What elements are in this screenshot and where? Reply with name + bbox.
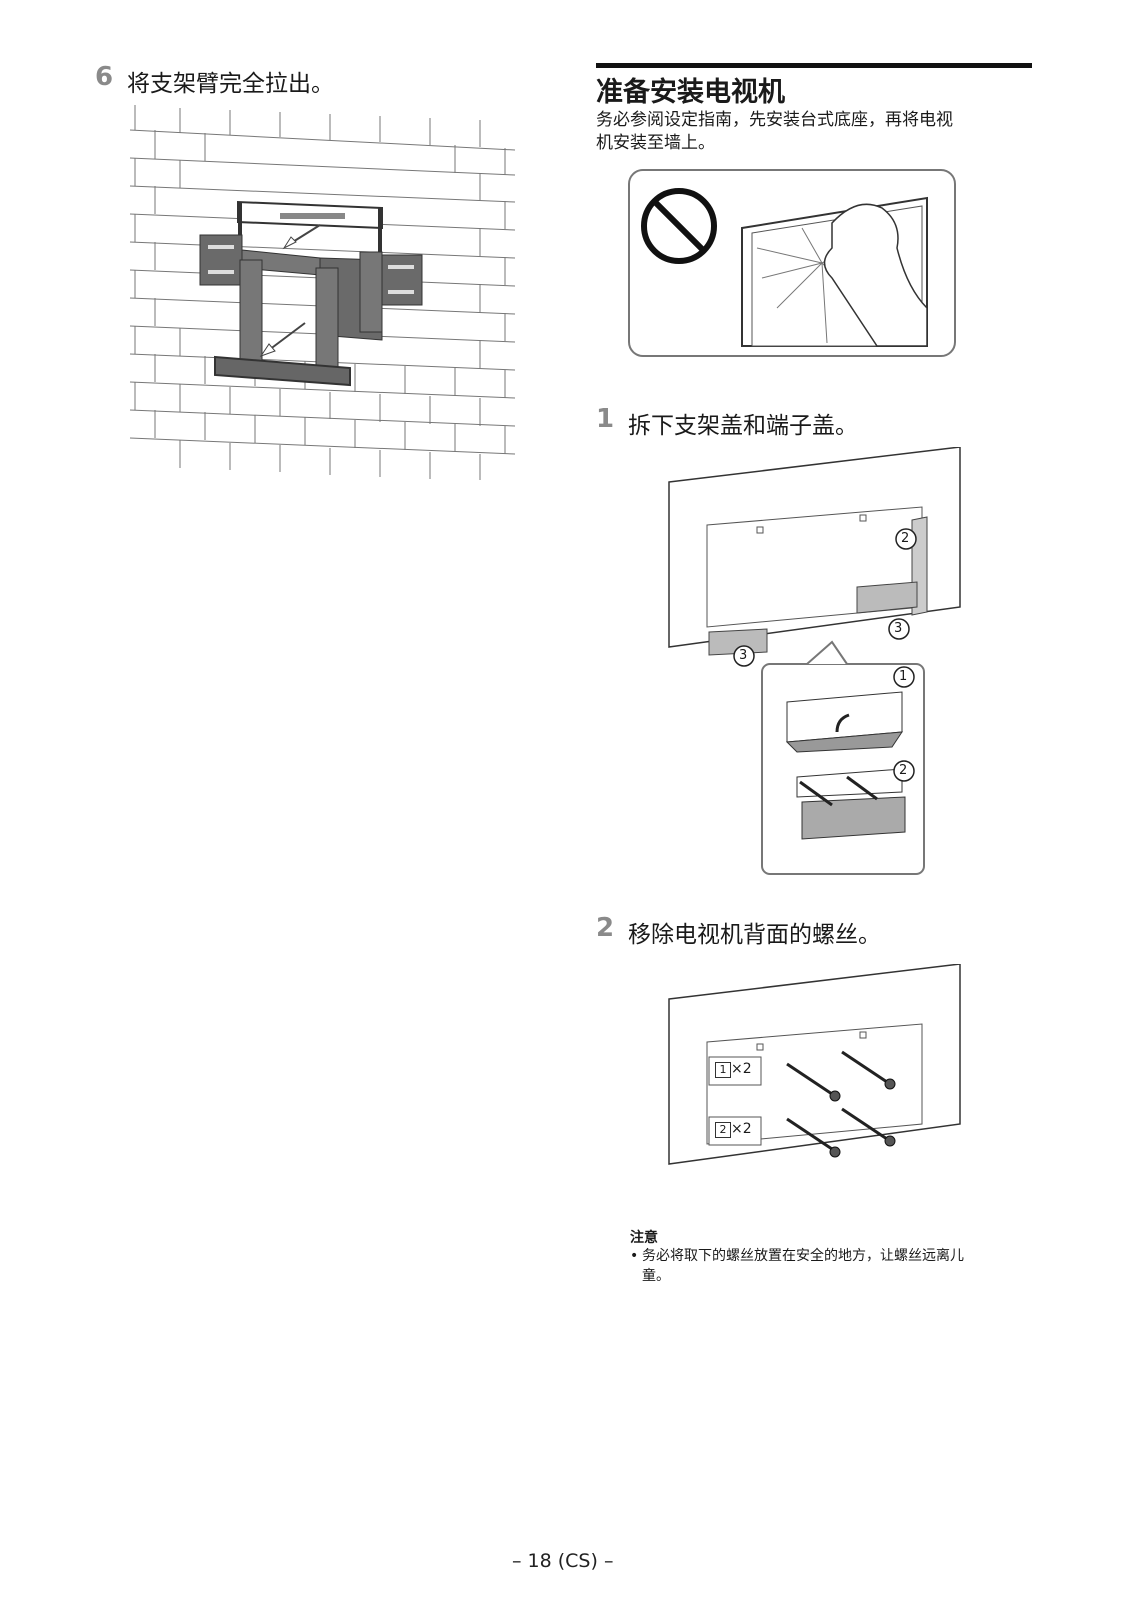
callout-2-inset: 2	[899, 763, 908, 778]
remove-covers-illustration	[668, 447, 961, 875]
note-line1: 务必将取下的螺丝放置在安全的地方，让螺丝远离儿	[642, 1248, 964, 1264]
callout-2-top: 2	[901, 531, 910, 546]
note-bullet: •	[630, 1248, 639, 1264]
remove-screws-illustration	[668, 964, 961, 1165]
callout-3-right: 3	[894, 621, 903, 636]
step-1-number: 1	[596, 404, 615, 434]
screw-2-count: ×2	[731, 1121, 752, 1137]
step-1-text: 拆下支架盖和端子盖。	[628, 413, 858, 439]
wall-bracket-illustration	[129, 105, 516, 480]
screw-1-count: ×2	[731, 1061, 752, 1077]
callout-3-left: 3	[739, 648, 748, 663]
step-6-text: 将支架臂完全拉出。	[127, 71, 334, 97]
step-2-text: 移除电视机背面的螺丝。	[628, 922, 881, 948]
section-intro-line1: 务必参阅设定指南，先安装台式底座，再将电视	[596, 110, 953, 130]
page-number: – 18 (CS) –	[512, 1550, 614, 1572]
screw-1-id: 1	[715, 1062, 731, 1078]
note-line2: 童。	[642, 1268, 670, 1284]
screw-label-1: 1×2	[715, 1061, 752, 1078]
note-title: 注意	[630, 1230, 658, 1246]
do-not-press-screen-illustration	[628, 169, 956, 357]
section-intro-line2: 机安装至墙上。	[596, 133, 715, 153]
callout-circles	[733, 528, 917, 667]
step-2-number: 2	[596, 913, 615, 943]
section-rule	[596, 63, 1032, 68]
section-title: 准备安装电视机	[596, 77, 785, 108]
prohibition-icon	[641, 188, 717, 264]
callout-1-inset: 1	[899, 669, 908, 684]
step-6-number: 6	[95, 62, 114, 92]
screw-label-2: 2×2	[715, 1121, 752, 1138]
screw-2-id: 2	[715, 1122, 731, 1138]
